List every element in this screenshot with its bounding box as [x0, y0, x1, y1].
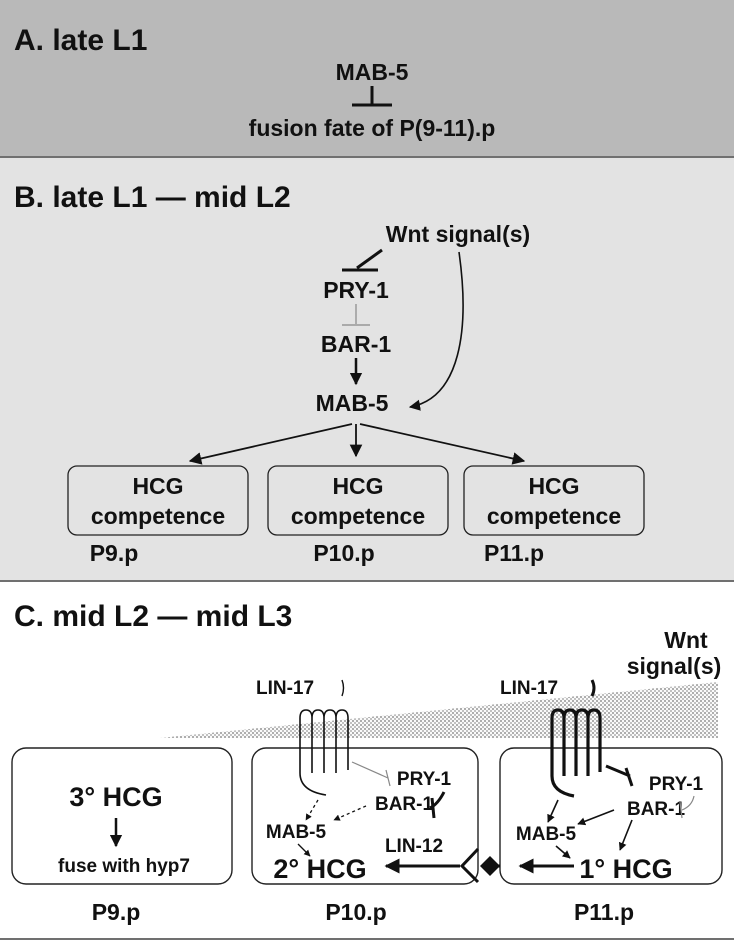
p11-lin17-mab5-arrow — [547, 799, 559, 823]
panel-b-wnt-label: Wnt signal(s) — [386, 221, 530, 247]
p11-receptor-cterm — [550, 775, 575, 798]
p10-pry1-bar1-bar — [430, 797, 436, 819]
p10-lin17-label: LIN-17 — [256, 678, 314, 699]
panel-b-box-p10-line1: HCG — [332, 473, 383, 499]
lin17-receptor-icon-p10 — [299, 709, 349, 773]
p11-lin17-pry1-inhibit — [605, 764, 631, 778]
panel-b-cell-p10: P10.p — [313, 540, 374, 566]
lin17-receptor-icon-p11 — [550, 708, 602, 776]
panel-b-background — [0, 158, 734, 580]
panel-b-pry1-label: PRY-1 — [323, 277, 389, 303]
lin12-ligand-diamond-icon — [480, 856, 500, 876]
panel-a-fusion-fate-label: fusion fate of P(9-11).p — [249, 115, 496, 141]
p10-lin17-pry1-inhibit — [351, 761, 389, 779]
panel-c-cell-label-p11: P11.p — [574, 899, 634, 925]
bottom-rule — [0, 938, 734, 940]
p10-bar1-label: BAR-1 — [375, 794, 433, 815]
p11-mab5-fate-arrow — [555, 845, 571, 859]
p9-fate-label: 3° HCG — [69, 782, 162, 812]
lin12-receptor-icon — [459, 847, 480, 884]
p11-mab5-label: MAB-5 — [516, 824, 577, 845]
divider-ab — [0, 156, 734, 158]
p10-mab5-fate-arrow — [297, 843, 311, 857]
p11-pry1-bar1-bar — [679, 801, 683, 819]
panel-c-title: C. mid L2 — mid L3 — [14, 600, 292, 633]
p11-fate-label: 1° HCG — [579, 854, 672, 884]
panel-b-arrow-p9 — [188, 423, 353, 465]
p11-bar1-mab5-arrow — [577, 809, 615, 826]
panel-c-cell-label-p10: P10.p — [325, 899, 386, 925]
p10-pry1-bar1-inhibit — [429, 791, 446, 810]
panel-b-arrow-p11 — [359, 423, 526, 465]
wnt-gradient-wedge — [160, 682, 718, 738]
p11-bar1-fate-arrow — [618, 819, 633, 851]
p11-pry1-label: PRY-1 — [649, 774, 704, 795]
p10-receptor-cterm — [299, 772, 327, 796]
p9-outcome-label: fuse with hyp7 — [58, 856, 190, 877]
panel-b-cell-p9: P9.p — [90, 540, 139, 566]
p11-receptor-nterm — [590, 679, 596, 697]
panel-b-box-p11-line1: HCG — [528, 473, 579, 499]
panel-b-cell-p11: P11.p — [484, 540, 544, 566]
panel-b-title: B. late L1 — mid L2 — [14, 181, 291, 214]
p10-lin12-label: LIN-12 — [385, 836, 443, 857]
panel-b-box-p9 — [67, 465, 249, 536]
panel-c-wnt-label-line2: signal(s) — [627, 653, 722, 679]
p10-pry1-label: PRY-1 — [397, 769, 452, 790]
p11-bar1-label: BAR-1 — [627, 799, 685, 820]
panel-c-cell-p11 — [499, 747, 723, 885]
divider-bc — [0, 580, 734, 582]
panel-c-cell-p9 — [11, 747, 233, 885]
panel-b-box-p11 — [463, 465, 645, 536]
p10-mab5-label: MAB-5 — [266, 822, 327, 843]
p11-lin17-label: LIN-17 — [500, 678, 558, 699]
panel-a-background — [0, 0, 734, 156]
panel-b-box-p10 — [267, 465, 449, 536]
p10-lin17-mab5-dashed-arrow — [305, 799, 319, 821]
panel-b-bar1-label: BAR-1 — [321, 331, 391, 357]
panel-c-wnt-label-line1: Wnt — [664, 627, 708, 653]
panel-c-cell-label-p9: P9.p — [92, 899, 141, 925]
panel-a-mab5-label: MAB-5 — [336, 59, 409, 85]
panel-b-box-p10-line2: competence — [291, 503, 425, 529]
panel-b-box-p11-line2: competence — [487, 503, 621, 529]
panel-b-wnt-to-mab5-arrow — [408, 251, 464, 411]
panel-a-title: A. late L1 — [14, 24, 147, 57]
p10-lin17-pry1-bar — [385, 769, 391, 787]
panel-b-mab5-label: MAB-5 — [316, 390, 389, 416]
p11-pry1-bar1-inhibit — [681, 795, 695, 811]
panel-b-box-p9-line1: HCG — [132, 473, 183, 499]
panel-b-box-p9-line2: competence — [91, 503, 225, 529]
panel-b-wnt-inhibit-line — [356, 248, 383, 270]
p10-receptor-nterm — [341, 679, 345, 697]
p11-lin17-pry1-bar — [624, 767, 634, 787]
p10-fate-label: 2° HCG — [273, 854, 366, 884]
